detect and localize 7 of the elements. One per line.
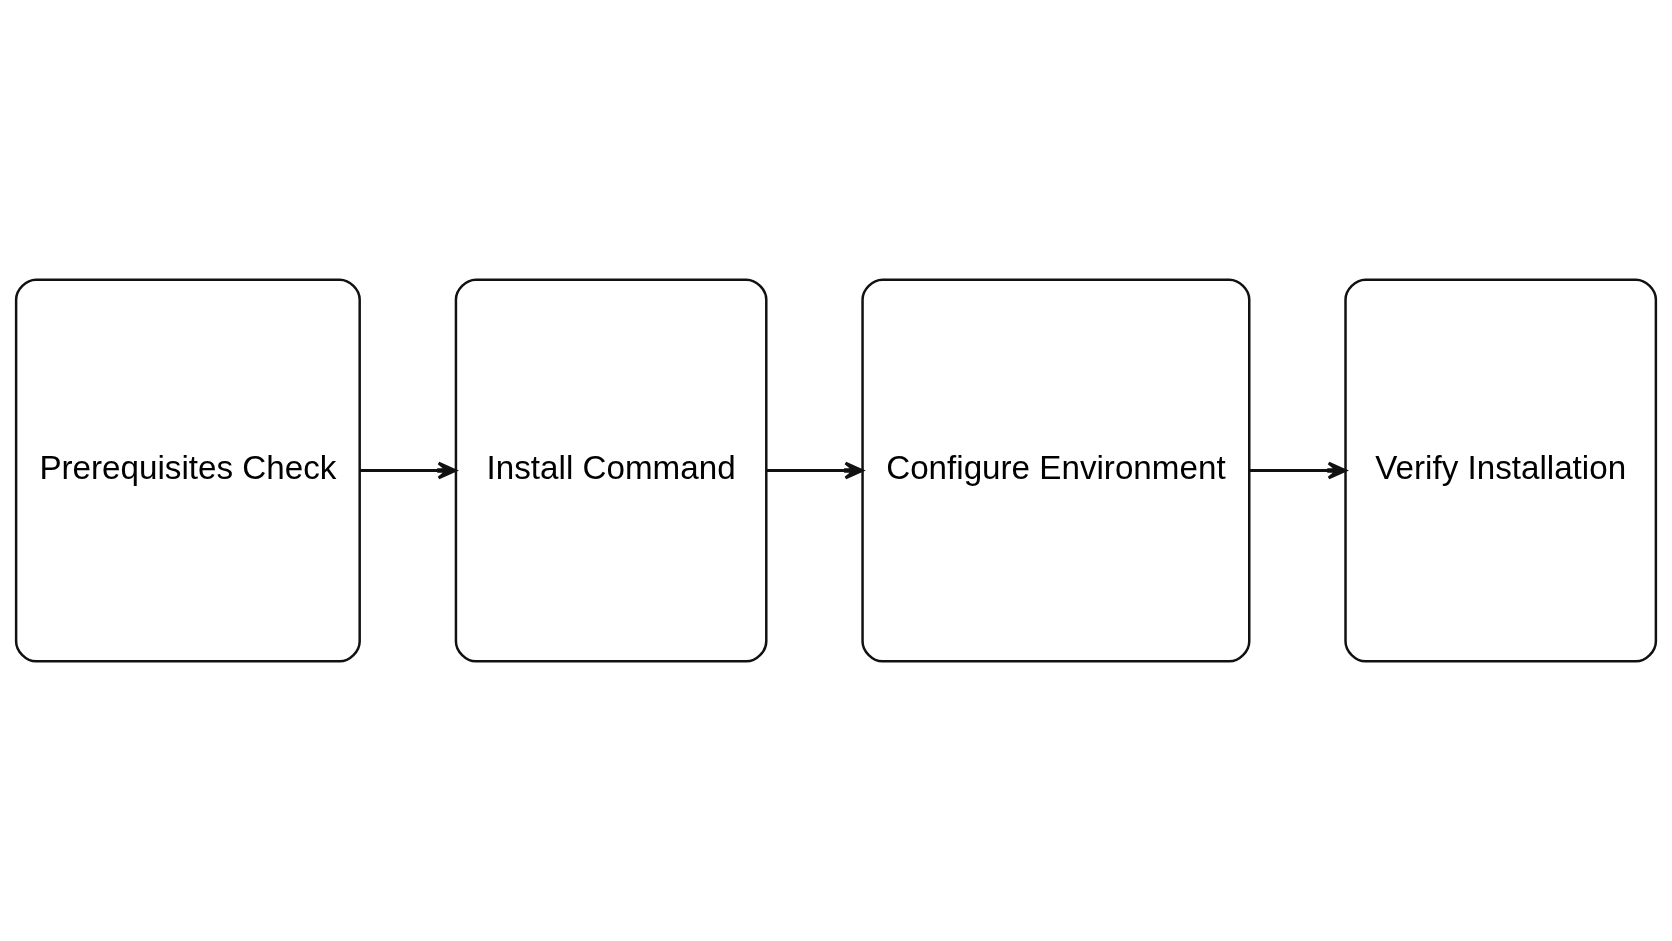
node-box: Install Command [454, 278, 768, 663]
node-box: Verify Installation [1344, 278, 1658, 663]
node-box: Prerequisites Check [14, 278, 361, 663]
arrow [359, 461, 457, 480]
arrow [1249, 461, 1347, 480]
arrow [766, 461, 864, 480]
node-box: Configure Environment [861, 278, 1251, 663]
